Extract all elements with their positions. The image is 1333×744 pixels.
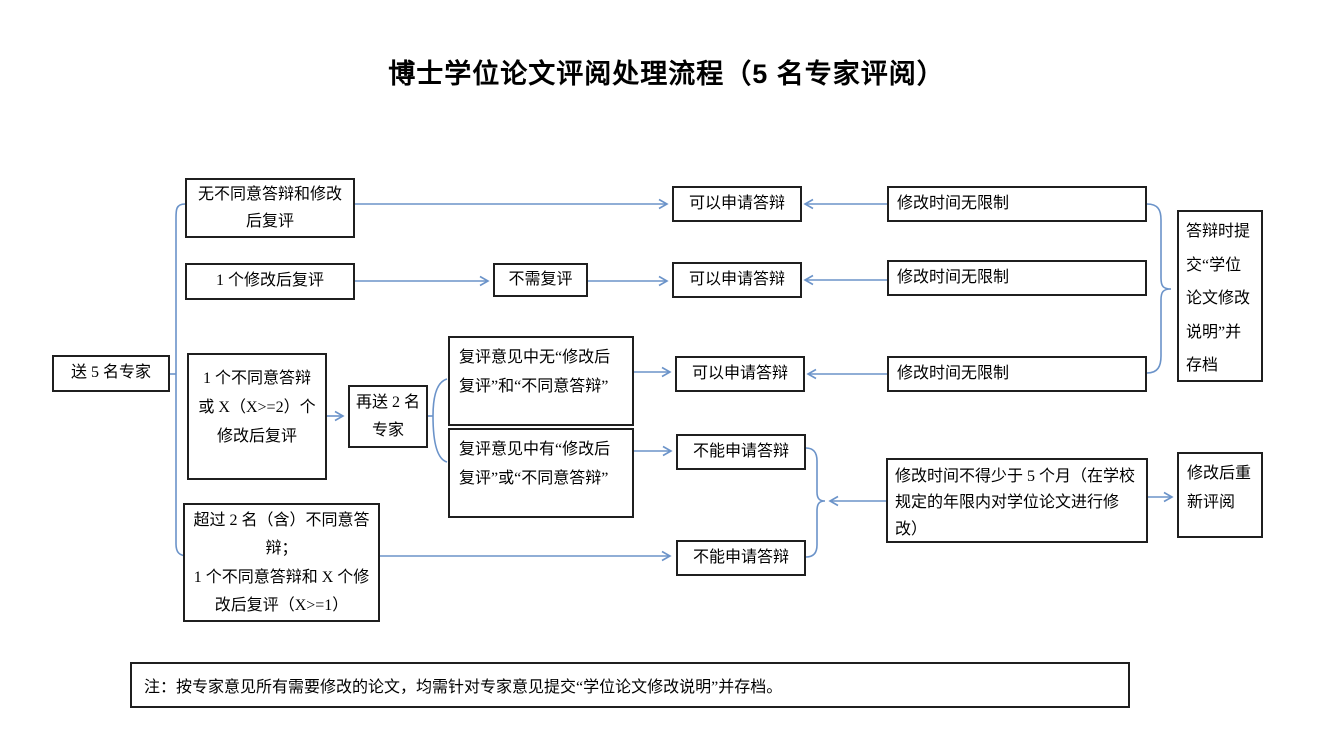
node-can-apply-defense-1: 可以申请答辩 xyxy=(672,186,802,222)
node-no-recheck-needed: 不需复评 xyxy=(493,263,588,297)
footnote-box: 注：按专家意见所有需要修改的论文，均需针对专家意见提交“学位论文修改说明”并存档… xyxy=(130,662,1130,708)
footnote-text: 注：按专家意见所有需要修改的论文，均需针对专家意见提交“学位论文修改说明”并存档… xyxy=(144,679,783,696)
node-recheck-has-negative: 复评意见中有“修改后 复评”或“不同意答辩” xyxy=(448,428,634,518)
node-cannot-apply-defense-1: 不能申请答辩 xyxy=(676,434,806,470)
node-cannot-apply-defense-2: 不能申请答辩 xyxy=(676,540,806,576)
node-no-disagree-no-recheck: 无不同意答辩和修改 后复评 xyxy=(185,178,355,238)
node-recheck-no-negative: 复评意见中无“修改后 复评”和“不同意答辩” xyxy=(448,336,634,426)
node-no-time-limit-1: 修改时间无限制 xyxy=(887,186,1147,222)
node-one-disagree-or-x-recheck: 1 个不同意答辩 或 X（X>=2）个 修改后复评 xyxy=(187,353,327,480)
node-re-review-after-revision: 修改后重 新评阅 xyxy=(1177,452,1263,538)
node-archive-revision-note: 答辩时提 交“学位 论文修改 说明”并 存档 xyxy=(1177,210,1263,382)
brace-limits-archive xyxy=(1146,203,1172,374)
node-one-recheck: 1 个修改后复评 xyxy=(185,263,355,300)
brace-cannot-apply xyxy=(805,447,826,558)
node-can-apply-defense-2: 可以申请答辩 xyxy=(672,262,802,298)
page-title: 博士学位论文评阅处理流程（5 名专家评阅） xyxy=(388,59,945,89)
node-over-two-disagree: 超过 2 名（含）不同意答 辩； 1 个不同意答辩和 X 个修 改后复评（X>=… xyxy=(183,503,380,622)
node-send-5-experts: 送 5 名专家 xyxy=(52,355,170,392)
node-min-five-months: 修改时间不得少于 5 个月（在学校 规定的年限内对学位论文进行修 改） xyxy=(886,458,1148,543)
node-no-time-limit-2: 修改时间无限制 xyxy=(887,260,1147,296)
node-no-time-limit-3: 修改时间无限制 xyxy=(887,356,1147,392)
edge-resend-brace xyxy=(432,378,448,463)
node-can-apply-defense-3: 可以申请答辩 xyxy=(675,356,805,392)
node-resend-2-experts: 再送 2 名 专家 xyxy=(348,385,428,448)
